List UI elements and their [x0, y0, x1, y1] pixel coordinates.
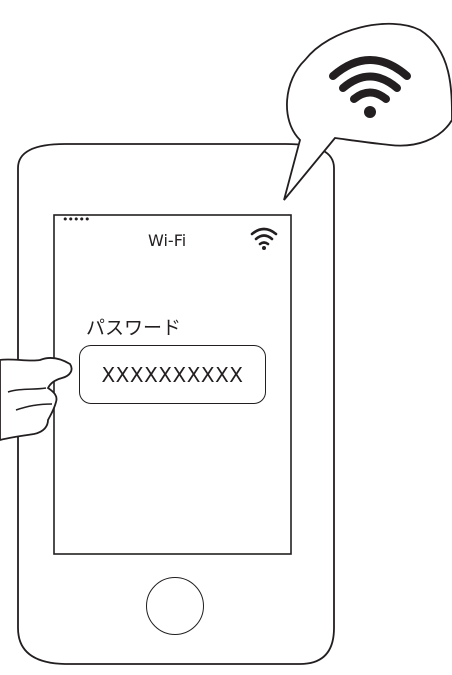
pointing-hand-icon [0, 357, 73, 441]
hand-finger-line [7, 387, 53, 411]
wifi-icon [250, 227, 278, 246]
password-label: パスワード [86, 317, 182, 339]
screen-title: Wi-Fi [148, 231, 187, 250]
wifi-icon [329, 56, 411, 103]
wifi-icon-dot [364, 106, 376, 118]
wifi-icon-dot [262, 246, 266, 250]
password-input[interactable]: XXXXXXXXXX [79, 345, 266, 404]
signal-strength-dots: ••••• [62, 213, 90, 226]
home-button[interactable] [146, 577, 204, 635]
password-value: XXXXXXXXXX [101, 362, 244, 387]
